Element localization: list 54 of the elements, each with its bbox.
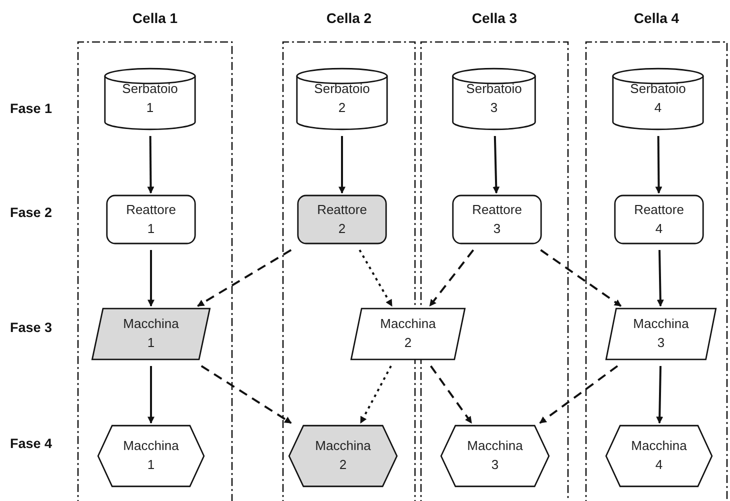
node-label: Serbatoio 1 xyxy=(122,80,178,117)
node-label: Macchina 4 xyxy=(631,437,687,474)
cell-title: Cella 1 xyxy=(131,10,179,26)
cell-title: Cella 4 xyxy=(632,10,680,26)
arrow xyxy=(430,365,472,424)
machine-parallelogram xyxy=(91,308,211,360)
tank-cylinder xyxy=(612,68,704,130)
arrow xyxy=(197,249,292,307)
node-label: Serbatoio 4 xyxy=(630,80,686,117)
arrow xyxy=(540,249,622,307)
arrow xyxy=(338,136,346,194)
arrow xyxy=(147,136,154,194)
tank-cylinder xyxy=(452,68,536,130)
node-label: Macchina 3 xyxy=(633,315,689,352)
reactor-box xyxy=(452,195,542,244)
reactor-box xyxy=(614,195,704,244)
phase-label: Fase 1 xyxy=(10,101,52,116)
reactor-box xyxy=(106,195,196,244)
node-label: Serbatoio 3 xyxy=(466,80,522,117)
arrow xyxy=(539,365,618,424)
machine-hexagon xyxy=(97,425,205,487)
arrow xyxy=(200,365,292,424)
arrow xyxy=(492,136,500,194)
node-label: Macchina 3 xyxy=(467,437,523,474)
node-label: Reattore 2 xyxy=(317,200,367,238)
arrow xyxy=(148,366,154,424)
phase-label: Fase 4 xyxy=(10,436,52,451)
arrow xyxy=(655,136,662,194)
machine-parallelogram xyxy=(605,308,717,360)
node-label: Reattore 1 xyxy=(126,200,176,238)
machine-parallelogram xyxy=(350,308,466,360)
reactor-box xyxy=(297,195,387,244)
node-label: Macchina 1 xyxy=(123,315,179,352)
arrow xyxy=(148,250,154,307)
phase-label: Fase 2 xyxy=(10,205,52,220)
machine-hexagon xyxy=(605,425,713,487)
tank-cylinder xyxy=(296,68,388,130)
node-label: Reattore 4 xyxy=(634,200,684,238)
machine-hexagon xyxy=(440,425,550,487)
arrow xyxy=(656,250,664,307)
node-label: Reattore 3 xyxy=(472,200,522,238)
arrow xyxy=(358,250,393,307)
node-label: Serbatoio 2 xyxy=(314,80,370,117)
tank-cylinder xyxy=(104,68,196,130)
node-label: Macchina 2 xyxy=(380,315,436,352)
node-label: Macchina 2 xyxy=(315,437,371,474)
machine-hexagon xyxy=(288,425,398,487)
cell-title: Cella 3 xyxy=(470,10,518,26)
phase-label: Fase 3 xyxy=(10,320,52,335)
arrow xyxy=(656,366,664,424)
arrow xyxy=(360,366,392,424)
cell-title: Cella 2 xyxy=(325,10,373,26)
node-label: Macchina 1 xyxy=(123,437,179,474)
arrow xyxy=(429,249,474,307)
